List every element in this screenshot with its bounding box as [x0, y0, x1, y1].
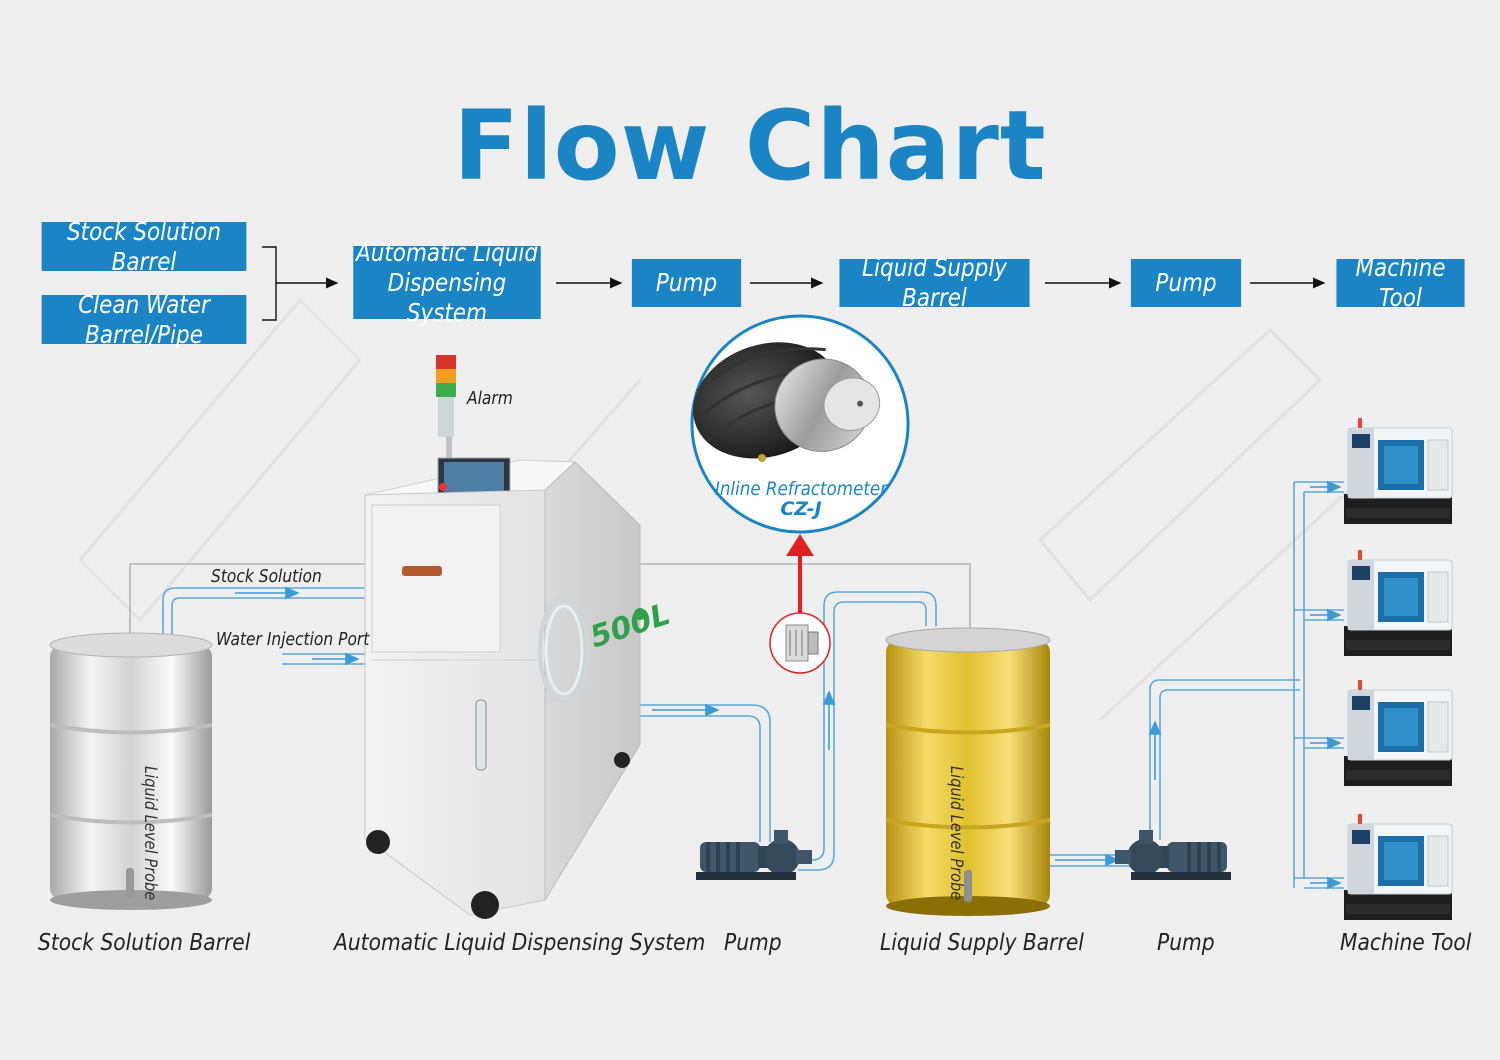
- stock-solution-label: Stock Solution: [211, 566, 322, 587]
- stock-solution-barrel-illustration: [49, 632, 213, 910]
- liquid-level-probe-right: Liquid Level Probe: [946, 766, 966, 901]
- flow-box-stock-barrel: Stock Solution Barrel: [41, 217, 247, 276]
- refractometer-model: CZ-J: [780, 498, 822, 520]
- water-injection-label: Water Injection Port: [216, 629, 370, 650]
- bottom-label-machine-tool: Machine Tool: [1340, 930, 1472, 956]
- inline-sensor-icon: [769, 612, 831, 674]
- refractometer-name: Inline Refractometer: [714, 478, 888, 500]
- flow-box-machine-tool: Machine Tool: [1336, 253, 1465, 312]
- flow-box-clean-water: Clean Water Barrel/Pipe: [41, 290, 247, 349]
- dispensing-machine-illustration: [364, 355, 646, 919]
- alarm-label: Alarm: [467, 388, 513, 409]
- flow-box-supply-barrel: Liquid Supply Barrel: [839, 253, 1030, 312]
- liquid-level-probe-left: Liquid Level Probe: [140, 766, 160, 901]
- bottom-label-pump-2: Pump: [1157, 930, 1215, 956]
- bottom-label-pump-1: Pump: [724, 930, 782, 956]
- flow-box-dispensing: Automatic Liquid Dispensing System: [353, 238, 541, 327]
- bottom-label-supply-barrel: Liquid Supply Barrel: [880, 930, 1084, 956]
- refractometer-caption: Inline Refractometer CZ-J: [692, 478, 910, 520]
- page-title: Flow Chart: [453, 90, 1047, 202]
- flow-box-pump-2: Pump: [1130, 259, 1242, 307]
- liquid-supply-barrel-illustration: [885, 627, 1051, 916]
- bottom-label-stock-barrel: Stock Solution Barrel: [38, 930, 251, 956]
- red-arrow: [786, 534, 814, 620]
- refractometer-callout: [690, 314, 910, 534]
- flow-box-pump-1: Pump: [631, 259, 742, 307]
- bottom-label-dispensing: Automatic Liquid Dispensing System: [334, 930, 706, 956]
